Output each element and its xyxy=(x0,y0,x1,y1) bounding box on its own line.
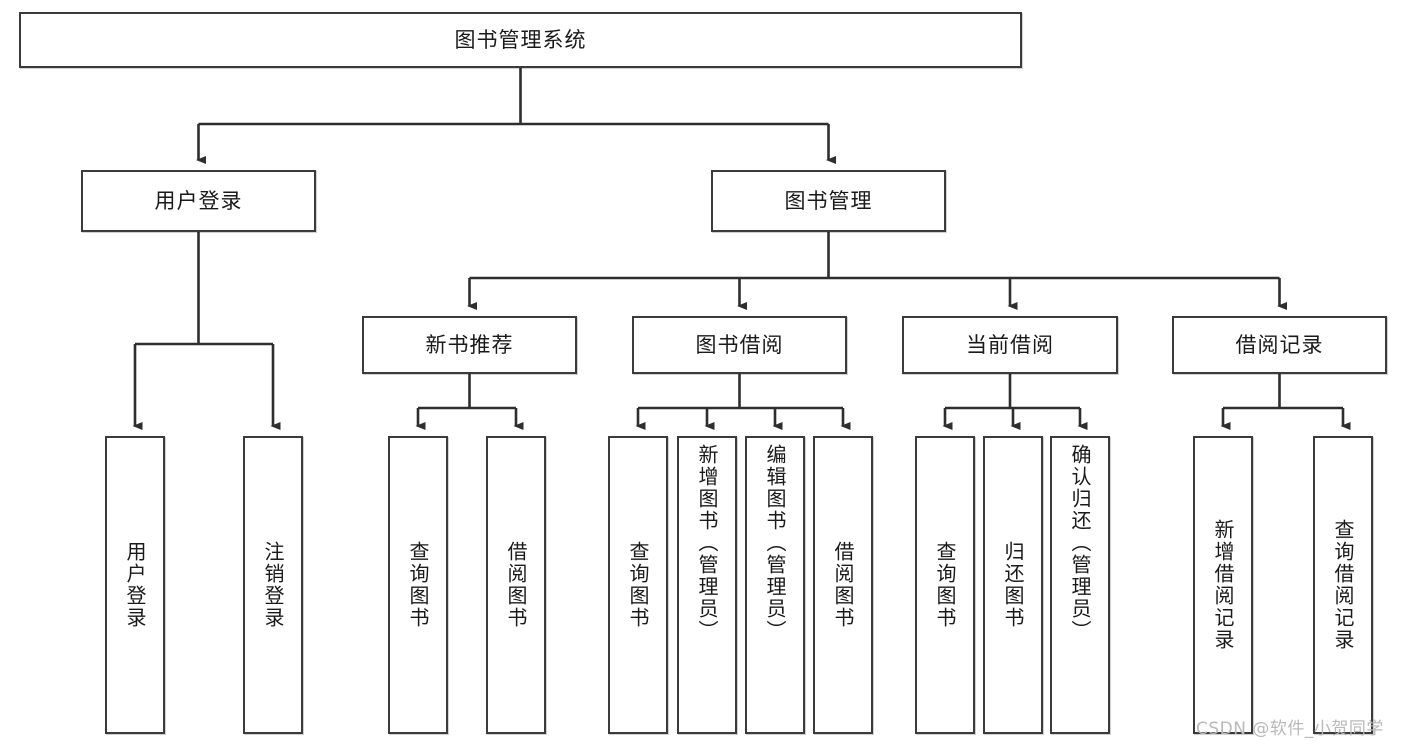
node-label: 查询图书 xyxy=(626,541,650,629)
node-bookmgmt[interactable]: 图书管理 xyxy=(711,170,946,232)
node-label: 查询借阅记录 xyxy=(1331,519,1355,651)
node-label: 用户登录 xyxy=(154,188,243,213)
node-login[interactable]: 用户登录 xyxy=(81,170,316,232)
node-label: 注销登录 xyxy=(261,541,285,629)
node-current[interactable]: 当前借阅 xyxy=(902,316,1118,374)
node-root[interactable]: 图书管理系统 xyxy=(19,12,1022,68)
node-label: 新增借阅记录 xyxy=(1211,519,1235,651)
node-label: 借阅图书 xyxy=(504,541,528,629)
node-leaf4[interactable]: 借阅图书 xyxy=(486,436,546,734)
node-label: 借阅图书 xyxy=(831,541,855,629)
node-leaf13[interactable]: 查询借阅记录 xyxy=(1313,436,1373,734)
node-label: 确认归还（管理员） xyxy=(1068,444,1092,642)
node-leaf2[interactable]: 注销登录 xyxy=(243,436,303,734)
node-label: 用户登录 xyxy=(123,541,147,629)
node-label: 图书管理系统 xyxy=(454,27,587,52)
node-borrow[interactable]: 图书借阅 xyxy=(632,316,847,374)
node-label: 借阅记录 xyxy=(1235,332,1324,357)
node-newbook[interactable]: 新书推荐 xyxy=(362,316,577,374)
node-label: 新增图书（管理员） xyxy=(695,444,719,642)
node-leaf10[interactable]: 归还图书 xyxy=(983,436,1043,734)
node-label: 新书推荐 xyxy=(425,332,514,357)
node-leaf5[interactable]: 查询图书 xyxy=(608,436,668,734)
node-leaf3[interactable]: 查询图书 xyxy=(388,436,448,734)
node-label: 归还图书 xyxy=(1001,541,1025,629)
csdn-watermark: CSDN @软件_小贺同学 xyxy=(1196,719,1384,739)
node-leaf1[interactable]: 用户登录 xyxy=(105,436,165,734)
node-leaf6[interactable]: 新增图书（管理员） xyxy=(677,436,737,734)
node-label: 查询图书 xyxy=(933,541,957,629)
node-leaf7[interactable]: 编辑图书（管理员） xyxy=(745,436,805,734)
node-leaf12[interactable]: 新增借阅记录 xyxy=(1193,436,1253,734)
node-records[interactable]: 借阅记录 xyxy=(1172,316,1387,374)
node-leaf8[interactable]: 借阅图书 xyxy=(813,436,873,734)
node-leaf9[interactable]: 查询图书 xyxy=(915,436,975,734)
node-leaf11[interactable]: 确认归还（管理员） xyxy=(1050,436,1110,734)
node-label: 图书借阅 xyxy=(695,332,784,357)
node-label: 图书管理 xyxy=(784,188,873,213)
node-label: 当前借阅 xyxy=(966,332,1054,357)
node-label: 编辑图书（管理员） xyxy=(763,444,787,642)
node-label: 查询图书 xyxy=(406,541,430,629)
